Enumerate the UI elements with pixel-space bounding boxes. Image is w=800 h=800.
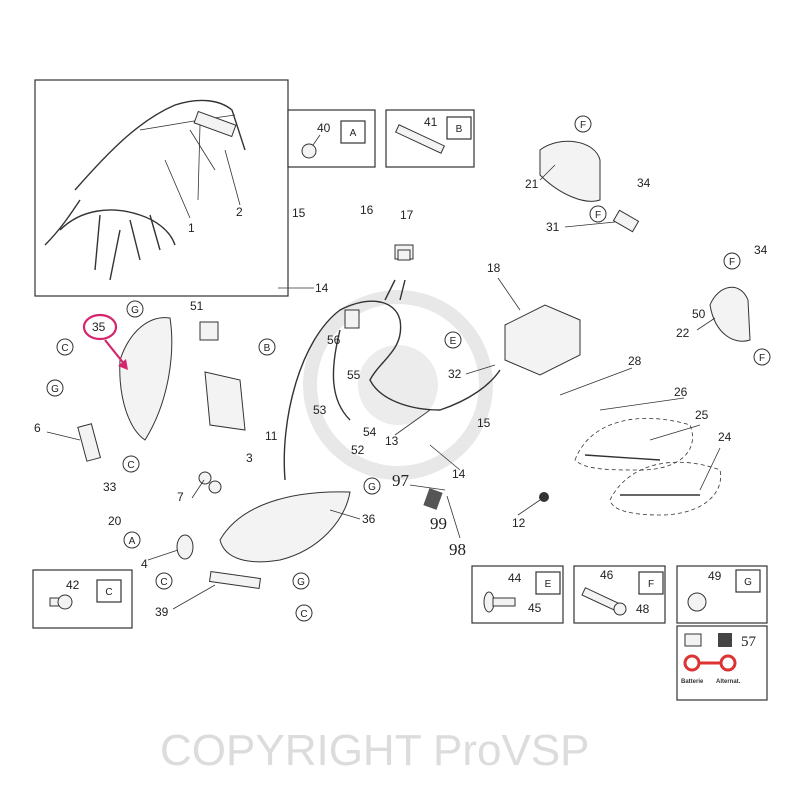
svg-text:C: C: [160, 577, 167, 588]
svg-text:Batterie: Batterie: [681, 679, 704, 685]
alternator-terminal-icon: [719, 654, 737, 672]
box-b: B 41: [385, 109, 475, 168]
parts-drawings: [77, 140, 751, 589]
svg-text:33: 33: [103, 480, 117, 494]
part-numbers: 1 2 3 4 6 7 11 12 13 14 14 15 15 16 17 1…: [34, 176, 768, 619]
svg-text:44: 44: [508, 571, 522, 585]
svg-text:17: 17: [400, 208, 414, 222]
svg-text:36: 36: [362, 512, 376, 526]
svg-text:F: F: [648, 579, 654, 590]
box-e: E 44 45: [471, 565, 564, 624]
svg-text:C: C: [105, 587, 112, 598]
svg-text:E: E: [450, 336, 457, 347]
svg-text:14: 14: [452, 467, 466, 481]
svg-text:24: 24: [718, 430, 732, 444]
alternator-icon: [718, 633, 732, 647]
svg-text:56: 56: [327, 333, 341, 347]
svg-text:G: G: [297, 577, 305, 588]
svg-text:B: B: [264, 343, 271, 354]
battery-terminal-icon: [683, 654, 701, 672]
svg-text:3: 3: [246, 451, 253, 465]
svg-text:1: 1: [188, 221, 195, 235]
svg-text:49: 49: [708, 569, 722, 583]
svg-text:34: 34: [754, 243, 768, 257]
svg-text:C: C: [127, 460, 134, 471]
svg-text:22: 22: [676, 326, 690, 340]
svg-text:18: 18: [487, 261, 501, 275]
svg-text:52: 52: [351, 443, 365, 457]
box-57-legend: 57 Batterie Alternat.: [676, 625, 768, 701]
letter-references: G C G C B E F F F F G A C G C: [46, 115, 771, 622]
svg-text:97: 97: [392, 471, 410, 490]
svg-text:G: G: [368, 482, 376, 493]
svg-text:99: 99: [430, 514, 447, 533]
svg-text:B: B: [456, 124, 463, 135]
svg-text:98: 98: [449, 540, 466, 559]
battery-icon: [684, 633, 702, 647]
svg-text:28: 28: [628, 354, 642, 368]
svg-text:31: 31: [546, 220, 560, 234]
svg-text:Alternat.: Alternat.: [716, 679, 741, 685]
svg-text:G: G: [51, 384, 59, 395]
svg-text:A: A: [129, 536, 136, 547]
svg-text:14: 14: [315, 281, 329, 295]
watermark: COPYRIGHT ProVSP: [160, 726, 590, 775]
svg-text:46: 46: [600, 568, 614, 582]
svg-text:39: 39: [155, 605, 169, 619]
main-harness-drawing: [44, 99, 246, 281]
svg-text:F: F: [729, 257, 735, 268]
svg-text:F: F: [580, 120, 586, 131]
svg-text:50: 50: [692, 307, 706, 321]
box-c: C 42: [32, 569, 133, 629]
box-g: G 49: [676, 565, 768, 624]
svg-text:G: G: [131, 305, 139, 316]
svg-text:16: 16: [360, 203, 374, 217]
leader-lines: [46, 164, 721, 610]
svg-text:A: A: [350, 128, 357, 139]
highlight-callout-35: 35: [82, 313, 128, 370]
svg-text:21: 21: [525, 177, 539, 191]
svg-text:41: 41: [424, 115, 438, 129]
box-f: F 46 48: [573, 565, 666, 624]
svg-text:C: C: [61, 343, 68, 354]
svg-text:11: 11: [265, 429, 278, 443]
svg-text:G: G: [744, 577, 752, 588]
svg-text:42: 42: [66, 578, 80, 592]
svg-text:12: 12: [512, 516, 526, 530]
svg-text:32: 32: [448, 367, 462, 381]
svg-text:2: 2: [236, 205, 243, 219]
svg-text:26: 26: [674, 385, 688, 399]
svg-text:7: 7: [177, 490, 184, 504]
svg-text:57: 57: [741, 634, 757, 650]
svg-text:35: 35: [92, 320, 106, 334]
svg-text:25: 25: [695, 408, 709, 422]
svg-text:F: F: [595, 210, 601, 221]
svg-text:55: 55: [347, 368, 361, 382]
svg-text:15: 15: [477, 416, 491, 430]
svg-text:53: 53: [313, 403, 327, 417]
svg-text:C: C: [300, 609, 307, 620]
svg-text:34: 34: [637, 176, 651, 190]
svg-text:45: 45: [528, 601, 542, 615]
svg-text:4: 4: [141, 557, 148, 571]
svg-text:15: 15: [292, 206, 306, 220]
svg-text:40: 40: [317, 121, 331, 135]
svg-text:54: 54: [363, 425, 377, 439]
svg-text:13: 13: [385, 434, 399, 448]
svg-text:51: 51: [190, 299, 204, 313]
svg-text:6: 6: [34, 421, 41, 435]
svg-text:E: E: [545, 579, 552, 590]
box-a: A 40: [287, 109, 376, 168]
svg-text:48: 48: [636, 602, 650, 616]
svg-text:F: F: [759, 353, 765, 364]
svg-text:20: 20: [108, 514, 122, 528]
